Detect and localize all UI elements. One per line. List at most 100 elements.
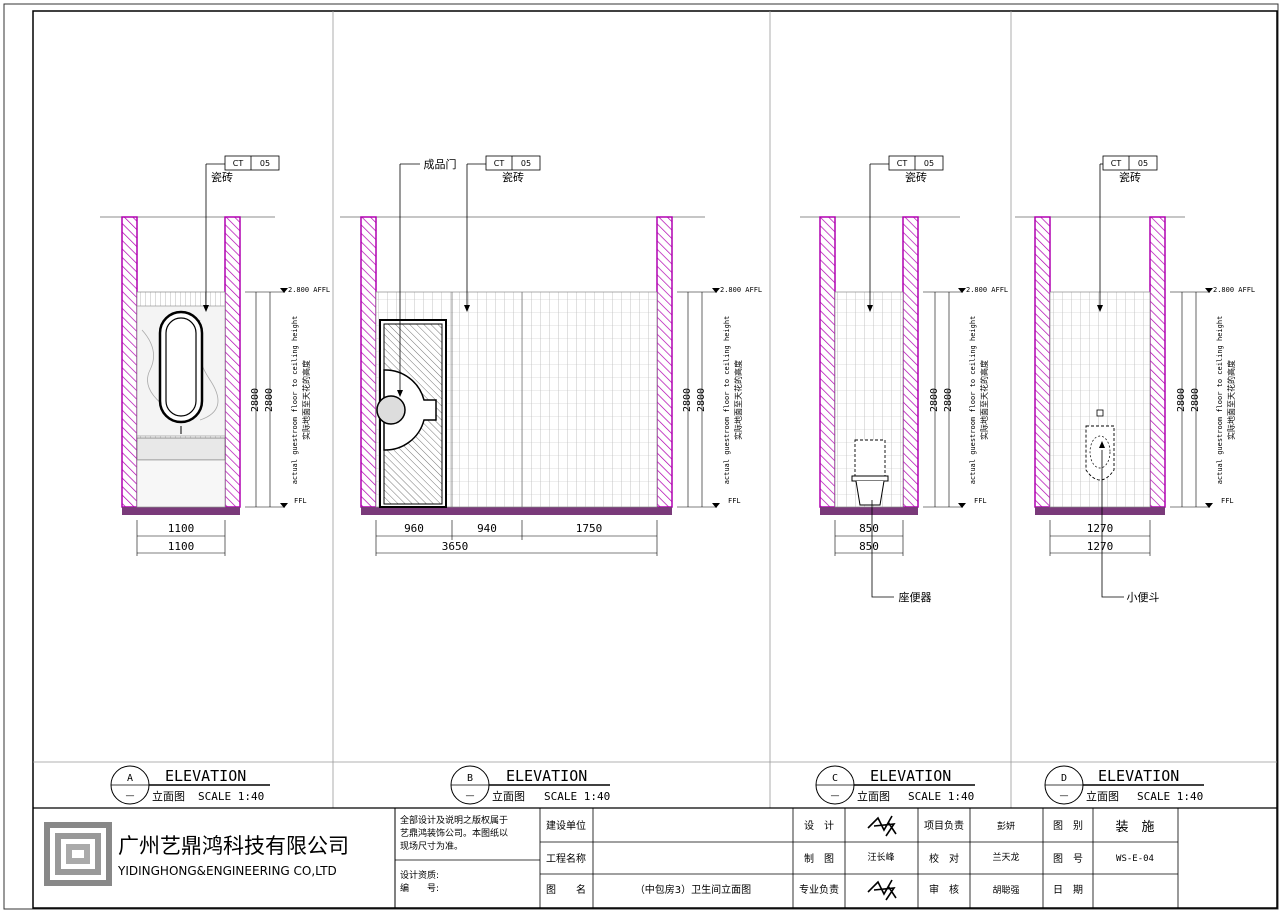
- outer-frame: [3, 3, 1279, 910]
- svg-text:SCALE 1:40: SCALE 1:40: [544, 790, 610, 803]
- svg-text:SCALE 1:40: SCALE 1:40: [908, 790, 974, 803]
- review-value: 胡聪强: [992, 884, 1019, 896]
- toilet-label: 座便器: [899, 590, 932, 604]
- width-dim-d: 1270: [1087, 522, 1114, 535]
- elevation-d: CT 05 瓷砖 小便斗 2.800 AFFL FFL 2800 2800 ac…: [1015, 155, 1255, 604]
- drawing-name-value: （中包房3）卫生间立面图: [635, 883, 751, 896]
- height-dim-a: 2800: [250, 388, 261, 412]
- height-note-cn-b: 实际地面至天花的高度: [733, 360, 743, 440]
- height-dim-b: 2800: [682, 388, 693, 412]
- category-label: 图 别: [1053, 820, 1083, 832]
- height-note-cn-c: 实际地面至天花的高度: [979, 360, 989, 440]
- level-floor-c: FFL: [974, 497, 987, 505]
- material-name-c: 瓷砖: [905, 170, 927, 184]
- elevation-label-c: C — ELEVATION 立面图 SCALE 1:40: [815, 765, 975, 805]
- level-top-b: 2.800 AFFL: [720, 286, 762, 294]
- material-no-d: 05: [1138, 159, 1148, 168]
- title-block: 广州艺鼎鸿科技有限公司 YIDINGHONG&ENGINEERING CO,LT…: [44, 808, 1179, 908]
- material-no-a: 05: [260, 159, 270, 168]
- height-dim-c: 2800: [929, 388, 940, 412]
- company-logo: [44, 822, 112, 886]
- height-dim2-c: 2800: [943, 388, 954, 412]
- width-dim-b-2: 940: [477, 522, 497, 535]
- specialist-signature: [867, 879, 897, 901]
- height-dim2-a: 2800: [264, 388, 275, 412]
- drawing-no-label: 图 号: [1053, 853, 1083, 865]
- svg-text:SCALE 1:40: SCALE 1:40: [198, 790, 264, 803]
- material-name-b: 瓷砖: [502, 170, 524, 184]
- date-label: 日 期: [1053, 884, 1083, 896]
- door-label: 成品门: [424, 157, 457, 171]
- height-note-en-d: actual guestroom floor to ceiling height: [1216, 316, 1224, 485]
- level-floor-d: FFL: [1221, 497, 1234, 505]
- specialist-label: 专业负责: [799, 883, 839, 896]
- drafting-label: 制 图: [804, 852, 834, 865]
- elevation-a: CT 05 瓷砖 2.800 AFFL FFL 2800 2800 actual…: [100, 155, 330, 556]
- total-dim-c: 850: [859, 540, 879, 553]
- elevation-c: CT 05 瓷砖 座便器 2.800 AFFL FFL 2800 2800 ac…: [800, 155, 1008, 604]
- copyright-line-2: 艺鼎鸿装饰公司。本图纸以: [400, 827, 508, 839]
- total-dim-b: 3650: [442, 540, 469, 553]
- width-dim-b-3: 1750: [576, 522, 603, 535]
- total-dim-d: 1270: [1087, 540, 1114, 553]
- elevation-label-a: A — ELEVATION 立面图 SCALE 1:40: [110, 765, 270, 805]
- elevation-label-d: D — ELEVATION 立面图 SCALE 1:40: [1044, 765, 1204, 805]
- inner-frame: [32, 10, 1278, 909]
- category-value: 装 施: [1115, 820, 1154, 835]
- svg-text:A: A: [127, 773, 133, 784]
- urinal-label: 小便斗: [1127, 591, 1160, 604]
- design-label: 设 计: [804, 819, 834, 832]
- designer-signature: [867, 815, 897, 837]
- pm-value: 彭妍: [997, 820, 1015, 832]
- svg-text:B: B: [467, 773, 473, 784]
- build-unit-label: 建设单位: [546, 819, 586, 832]
- height-note-en-c: actual guestroom floor to ceiling height: [969, 316, 977, 485]
- svg-text:ELEVATION: ELEVATION: [506, 767, 587, 785]
- svg-text:立面图: 立面图: [857, 789, 890, 803]
- width-dim-b-1: 960: [404, 522, 424, 535]
- check-label: 校 对: [929, 852, 959, 865]
- height-note-en-a: actual guestroom floor to ceiling height: [291, 316, 299, 485]
- height-dim2-b: 2800: [696, 388, 707, 412]
- level-top-a: 2.800 AFFL: [288, 286, 330, 294]
- svg-text:C: C: [832, 773, 838, 784]
- svg-text:—: —: [1060, 791, 1069, 801]
- level-floor-a: FFL: [294, 497, 307, 505]
- material-no-c: 05: [924, 159, 934, 168]
- svg-text:ELEVATION: ELEVATION: [1098, 767, 1179, 785]
- height-note-en-b: actual guestroom floor to ceiling height: [723, 316, 731, 485]
- svg-text:—: —: [466, 791, 475, 801]
- height-dim2-d: 2800: [1190, 388, 1201, 412]
- height-note-cn-a: 实际地面至天花的高度: [301, 360, 311, 440]
- check-value: 兰天龙: [992, 851, 1019, 863]
- elevation-b: 成品门 CT 05 瓷砖 2.800 AFFL FFL 2800 2800 ac…: [340, 155, 762, 556]
- material-code-c: CT: [897, 159, 908, 168]
- copyright-line-1: 全部设计及说明之版权属于: [400, 814, 508, 826]
- company-name-cn: 广州艺鼎鸿科技有限公司: [118, 834, 349, 858]
- material-code-b: CT: [494, 159, 505, 168]
- level-top-c: 2.800 AFFL: [966, 286, 1008, 294]
- material-code-a: CT: [233, 159, 244, 168]
- review-label: 审 核: [929, 883, 959, 896]
- drafting-value: 汪长峰: [867, 851, 894, 863]
- width-dim-c: 850: [859, 522, 879, 535]
- elevation-label-b: B — ELEVATION 立面图 SCALE 1:40: [450, 765, 610, 805]
- svg-text:ELEVATION: ELEVATION: [165, 767, 246, 785]
- pm-label: 项目负责: [924, 819, 964, 832]
- company-name-en: YIDINGHONG&ENGINEERING CO,LTD: [117, 864, 337, 878]
- width-dim-a: 1100: [168, 522, 195, 535]
- svg-text:立面图: 立面图: [492, 789, 525, 803]
- svg-text:—: —: [831, 791, 840, 801]
- level-floor-b: FFL: [728, 497, 741, 505]
- number-label: 编 号:: [400, 882, 439, 894]
- copyright-line-3: 现场尺寸为准。: [400, 840, 463, 852]
- svg-text:—: —: [126, 791, 135, 801]
- drawing-no-value: WS-E-04: [1116, 854, 1154, 864]
- height-note-cn-d: 实际地面至天花的高度: [1226, 360, 1236, 440]
- material-code-d: CT: [1111, 159, 1122, 168]
- svg-text:立面图: 立面图: [1086, 789, 1119, 803]
- material-no-b: 05: [521, 159, 531, 168]
- level-top-d: 2.800 AFFL: [1213, 286, 1255, 294]
- material-name-a: 瓷砖: [211, 170, 233, 184]
